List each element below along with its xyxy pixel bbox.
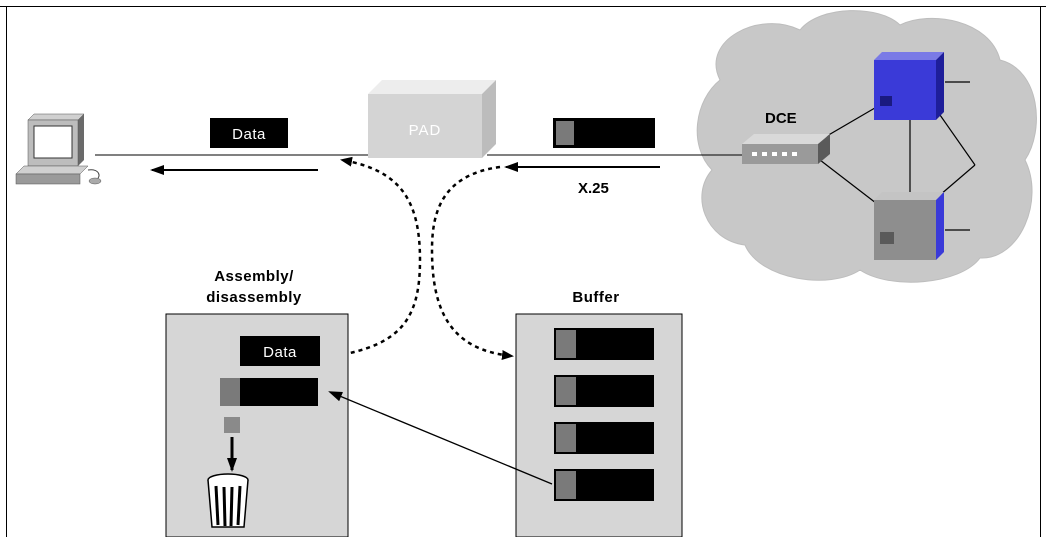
x25-packet-incoming <box>553 118 655 148</box>
x25-switch-icon <box>874 52 944 120</box>
data-packet-top-label: Data <box>232 126 266 143</box>
buffer-label: Buffer <box>572 289 619 306</box>
arrow-buffer-to-assembly <box>328 391 553 485</box>
buffer-packet <box>554 375 654 407</box>
buffer-packet <box>554 422 654 454</box>
buffer-packet <box>554 328 654 360</box>
dashed-path-to-buffer <box>430 165 514 361</box>
dce-modem-icon <box>742 134 830 164</box>
computer-icon <box>15 113 102 185</box>
network-cloud <box>696 10 1037 283</box>
stripped-header <box>224 417 240 433</box>
x25-label: X.25 <box>578 180 609 197</box>
trash-can-icon <box>207 473 249 528</box>
dce-label: DCE <box>765 110 797 127</box>
assembly-label-line2: disassembly <box>206 289 302 306</box>
pad-device-icon <box>368 80 496 158</box>
frame-border-top <box>0 6 1046 7</box>
assembly-label-line1: Assembly/ <box>214 268 294 285</box>
data-packet-assembly-label: Data <box>263 344 297 361</box>
frame-border-left <box>6 6 7 537</box>
packet-assembly <box>220 378 318 406</box>
data-packet-assembly <box>240 336 320 366</box>
data-packet-top <box>210 118 288 148</box>
buffer-packet <box>554 469 654 501</box>
dashed-path-to-pad <box>334 156 422 358</box>
frame-border-right <box>1040 6 1041 537</box>
x25-switch-icon <box>874 192 944 260</box>
pad-label: PAD <box>409 122 442 139</box>
